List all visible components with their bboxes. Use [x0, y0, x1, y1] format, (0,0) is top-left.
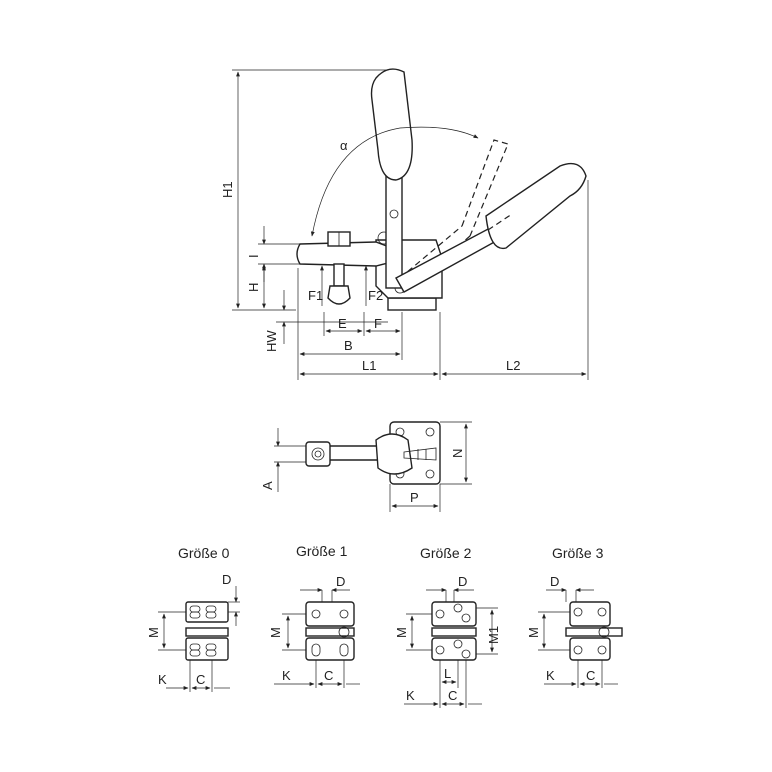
handle-grip-vertical [370, 68, 413, 181]
size-0-detail: Größe 0 D M K C [146, 545, 240, 692]
size-2-label-m: M [394, 627, 409, 638]
size-3-label-m: M [526, 627, 541, 638]
size-2-label-k: K [406, 688, 415, 703]
label-hw: HW [264, 330, 279, 352]
size-0-title: Größe 0 [178, 545, 230, 561]
size-2-label-m1: M1 [486, 626, 501, 644]
label-i: I [246, 254, 261, 258]
label-h1: H1 [220, 181, 235, 198]
label-p: P [410, 490, 419, 505]
size-3-detail: Größe 3 D M K C [526, 545, 623, 688]
size-0-label-c: C [196, 672, 205, 687]
size-0-label-d: D [222, 572, 231, 587]
label-alpha: α [340, 138, 348, 153]
size-1-label-k: K [282, 668, 291, 683]
handle-grip-open [485, 162, 587, 250]
size-2-title: Größe 2 [420, 545, 472, 561]
top-view: A N P [260, 421, 472, 512]
label-a: A [260, 481, 275, 490]
size-3-label-d: D [550, 574, 559, 589]
label-h: H [246, 283, 261, 292]
label-f: F [374, 316, 382, 331]
size-2-detail: Größe 2 D M M1 L K C [394, 545, 501, 708]
size-1-title: Größe 1 [296, 543, 348, 559]
label-l1: L1 [362, 358, 376, 373]
size-3-title: Größe 3 [552, 545, 604, 561]
label-b: B [344, 338, 353, 353]
side-view: α H1 I H HW F1 F2 E F [220, 68, 589, 380]
handle-rod-vertical [385, 169, 403, 289]
size-1-label-m: M [268, 627, 283, 638]
top-arm [327, 445, 379, 461]
top-head [375, 433, 413, 475]
size-2-label-d: D [458, 574, 467, 589]
label-f2: F2 [368, 288, 383, 303]
base-plate [387, 297, 437, 311]
size-0-label-k: K [158, 672, 167, 687]
size-1-label-c: C [324, 668, 333, 683]
size-1-detail: Größe 1 D M K C [268, 543, 360, 688]
spindle [333, 263, 345, 287]
size-3-label-k: K [546, 668, 555, 683]
label-e: E [338, 316, 347, 331]
alpha-arc [310, 126, 479, 237]
size-0-label-m: M [146, 627, 161, 638]
label-l2: L2 [506, 358, 520, 373]
size-2-label-c: C [448, 688, 457, 703]
label-f1: F1 [308, 288, 323, 303]
pressure-tip [327, 285, 351, 305]
top-spindle-block [305, 441, 331, 467]
size-1-label-d: D [336, 574, 345, 589]
size-3-label-c: C [586, 668, 595, 683]
label-n: N [450, 449, 465, 458]
size-2-label-l: L [444, 666, 451, 681]
